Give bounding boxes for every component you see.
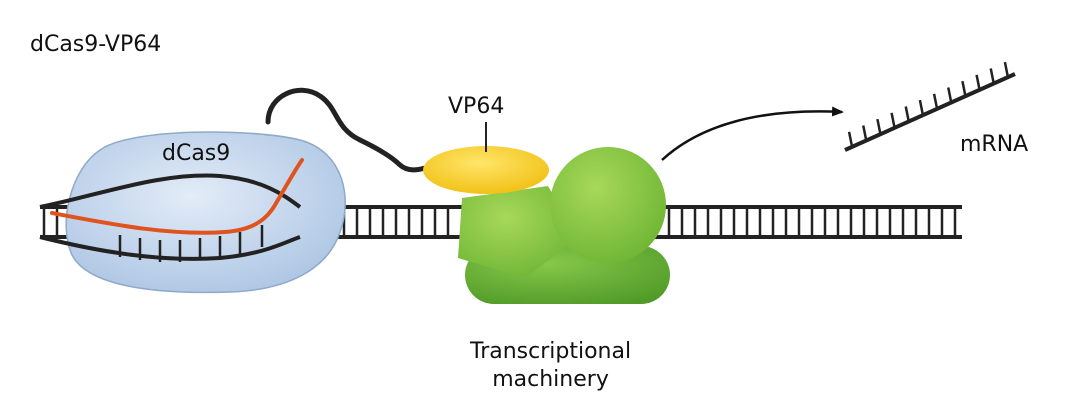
dcas9-protein (65, 131, 346, 294)
dcas9-bound-base-pairs (118, 225, 264, 262)
mrna-base (1003, 61, 1010, 78)
mrna-backbone (844, 72, 1016, 152)
bound-dna-strand (39, 235, 301, 261)
machinery-label-line1: Transcriptional (470, 339, 632, 364)
transcriptional-machinery (458, 147, 670, 304)
mrna-base (876, 118, 882, 135)
vp64-label: VP64 (448, 94, 505, 119)
mrna-label: mRNA (960, 132, 1029, 157)
dcas9-label: dCas9 (162, 141, 231, 166)
mrna-base (961, 80, 967, 97)
mrna-base (904, 106, 910, 122)
mrna-base (890, 112, 896, 129)
mrna-base (862, 125, 868, 141)
mrna-strand (844, 61, 1016, 152)
machinery-pentagon-subunit (458, 186, 578, 278)
guide-rna (50, 158, 304, 235)
mrna-base (932, 93, 939, 110)
mrna-base (975, 74, 981, 91)
diagram-title: dCas9-VP64 (30, 32, 162, 57)
mrna-base (918, 99, 925, 116)
machinery-label-line2: machinery (492, 366, 609, 392)
linker (265, 87, 428, 173)
mrna-base (847, 131, 854, 148)
mrna-base (947, 87, 953, 103)
mrna-bases (847, 61, 1010, 148)
mrna-base (989, 68, 995, 84)
transcriptional-machinery-label: Transcriptional machinery (470, 338, 631, 393)
transcription-arrow (661, 106, 844, 161)
vp64-domain (423, 146, 549, 194)
machinery-round-subunit (550, 147, 666, 263)
